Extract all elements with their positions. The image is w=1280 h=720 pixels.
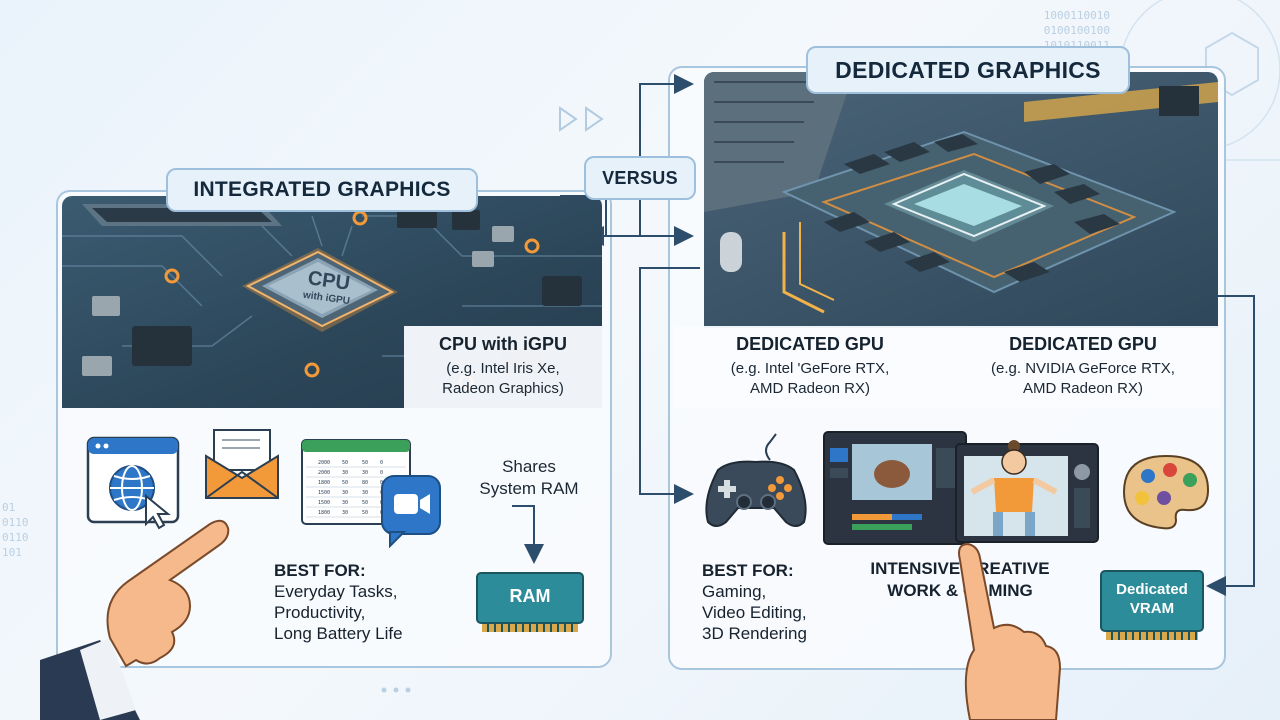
sheet-cell: 2000 (318, 470, 330, 476)
play-arrows-decoration (559, 106, 604, 132)
sheet-cell: 30 (342, 500, 348, 506)
sheet-cell: 1500 (318, 490, 330, 496)
cpu-igpu-title: CPU with iGPU (438, 334, 567, 354)
sheet-cell: 30 (342, 490, 348, 496)
sheet-cell: 50 (342, 480, 348, 486)
sheet-cell: 1500 (318, 500, 330, 506)
integrated-component-label: CPU with iGPU (e.g. Intel Iris Xe, Radeo… (404, 326, 602, 408)
integrated-motherboard-illustration (62, 196, 602, 408)
dedicated-gpu-board-illustration (704, 72, 1218, 328)
shares-ram-text: Shares System RAM (479, 457, 579, 498)
hex-decoration (1205, 31, 1259, 97)
sheet-cell: 0 (380, 470, 383, 476)
envelope-icon (205, 429, 279, 499)
sheet-cell: 30 (342, 510, 348, 516)
sheet-cell: 50 (342, 460, 348, 466)
versus-label: VERSUS (584, 156, 696, 200)
ram-module: RAM (476, 572, 584, 634)
palette-icon (1122, 454, 1210, 530)
video-editor-icon (823, 431, 967, 545)
sheet-cell: 50 (362, 510, 368, 516)
ram-label: RAM (509, 586, 551, 606)
sheet-cell: 30 (362, 490, 368, 496)
pointing-hand-right-icon (958, 542, 1062, 720)
sheet-cell: 2000 (318, 460, 330, 466)
globe-browser-icon (86, 436, 180, 530)
sheet-cell: 1800 (318, 480, 330, 486)
integrated-best-for: BEST FOR: Everyday Tasks, Productivity, … (274, 561, 403, 643)
3d-model-icon (955, 440, 1099, 543)
sheet-cell: 0 (380, 480, 383, 486)
vram-module: Dedicated VRAM (1100, 570, 1204, 644)
sheet-cell: 30 (342, 470, 348, 476)
video-call-icon (381, 475, 441, 548)
dedicated-best-for: BEST FOR: Gaming, Video Editing, 3D Rend… (702, 561, 807, 643)
sheet-cell: 50 (362, 460, 368, 466)
dedicated-graphics-title: DEDICATED GRAPHICS (806, 46, 1130, 94)
gamepad-icon (705, 433, 807, 527)
creative-work-caption: INTENSIVE CREATIVE WORK & GAMING (870, 559, 1050, 600)
sheet-cell: 50 (362, 500, 368, 506)
vram-label: Dedicated VRAM (1116, 581, 1188, 617)
sheet-cell: 0 (380, 460, 383, 466)
sheet-cell: 30 (362, 470, 368, 476)
sheet-cell: 80 (362, 480, 368, 486)
pointing-hand-left-icon (40, 519, 230, 720)
dedicated-gpu-label-right: DEDICATED GPU (e.g. NVIDIA GeForce RTX, … (946, 326, 1220, 408)
integrated-graphics-title: INTEGRATED GRAPHICS (166, 168, 478, 212)
dedicated-gpu-label-left: DEDICATED GPU (e.g. Intel 'GeFore RTX, A… (674, 326, 946, 408)
sheet-cell: 1800 (318, 510, 330, 516)
